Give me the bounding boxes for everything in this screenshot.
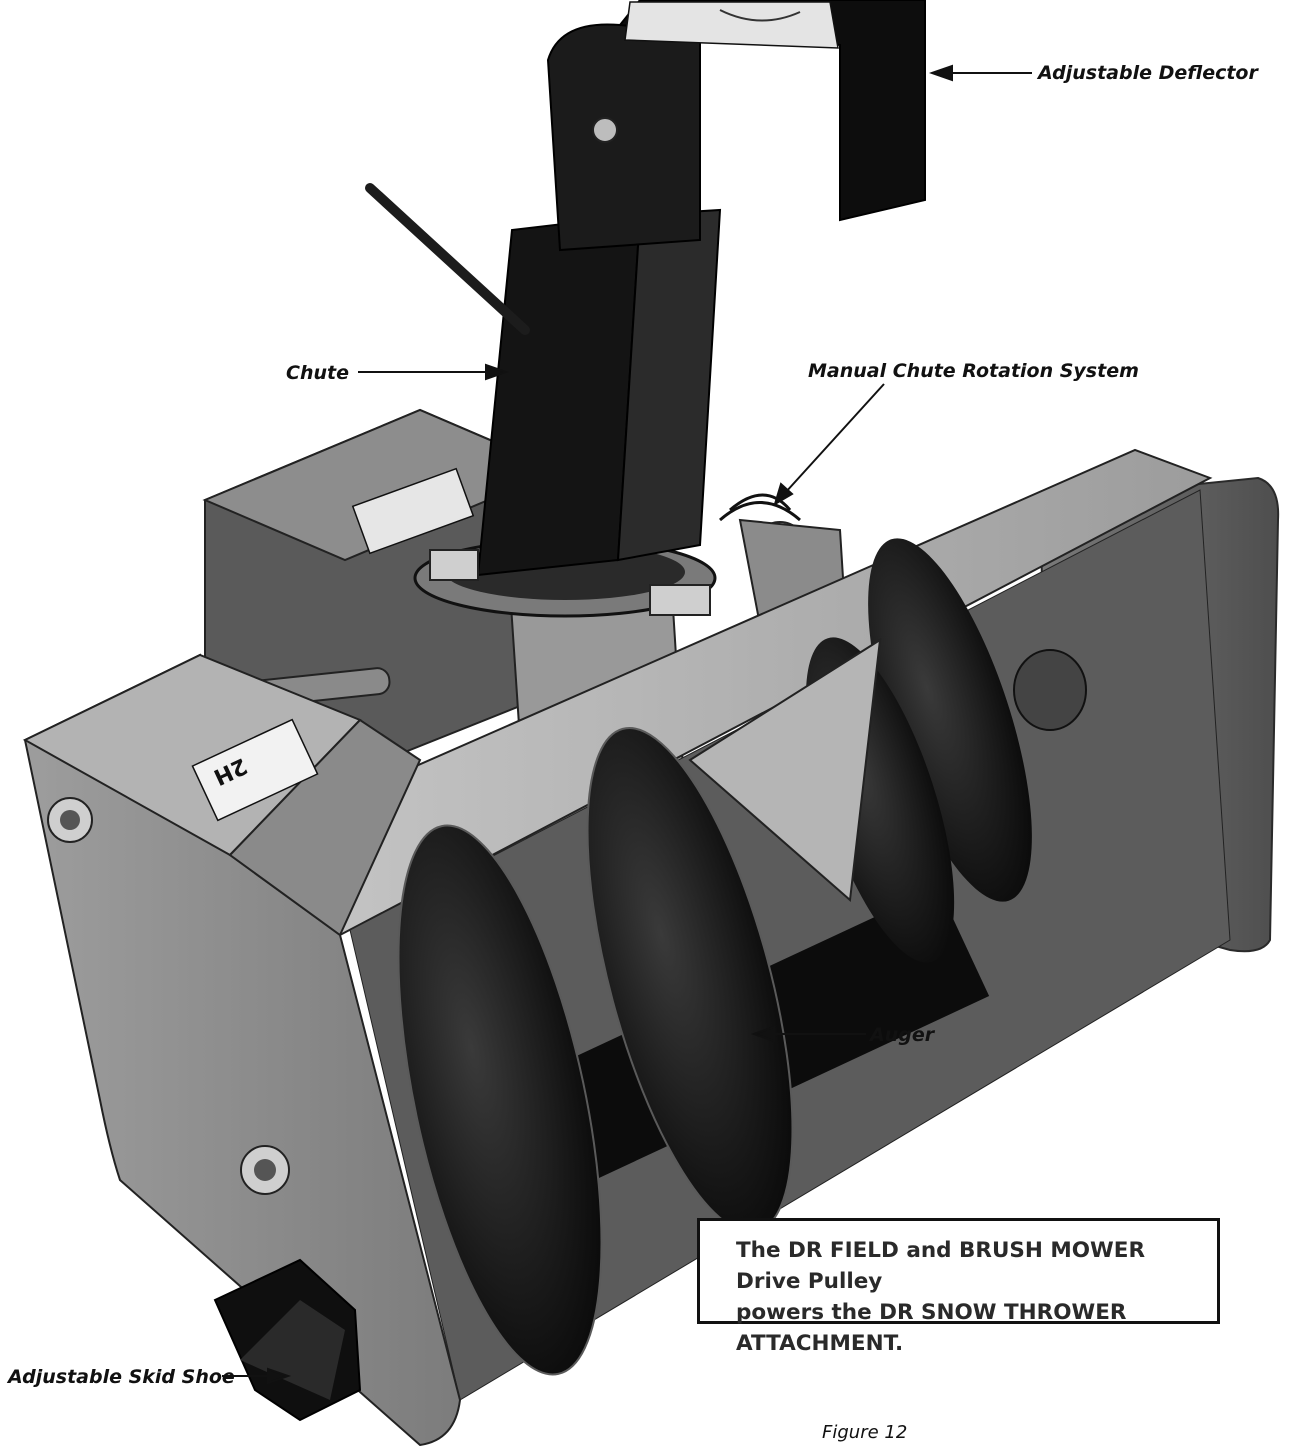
note-line-1: The DR FIELD and BRUSH MOWER Drive Pulle… (736, 1238, 1146, 1294)
adjustable-deflector (618, 0, 926, 222)
label-adjustable-skid-shoe: Adjustable Skid Shoe (8, 1366, 235, 1388)
housing-left-side-panel (23, 653, 462, 1447)
label-manual-chute-rotation-system: Manual Chute Rotation System (808, 360, 1139, 382)
note-line-2: powers the DR SNOW THROWER ATTACHMENT. (736, 1300, 1127, 1356)
side-decal-text: 2H (210, 752, 251, 789)
auger (397, 538, 1087, 1376)
label-chute: Chute (286, 362, 349, 384)
chute (476, 213, 642, 577)
side-decal (191, 718, 319, 822)
side-decal-label: 2H (210, 752, 251, 789)
label-auger: Auger (870, 1024, 935, 1046)
figure-caption: Figure 12 (822, 1422, 908, 1443)
manual-chute-rotation-assembly (429, 493, 847, 627)
impeller-cone (688, 638, 882, 903)
callout-arrows (222, 64, 1032, 1385)
label-adjustable-deflector: Adjustable Deflector (1038, 62, 1258, 84)
rotation-rod (365, 183, 530, 335)
note-box: The DR FIELD and BRUSH MOWER Drive Pulle… (697, 1218, 1220, 1356)
